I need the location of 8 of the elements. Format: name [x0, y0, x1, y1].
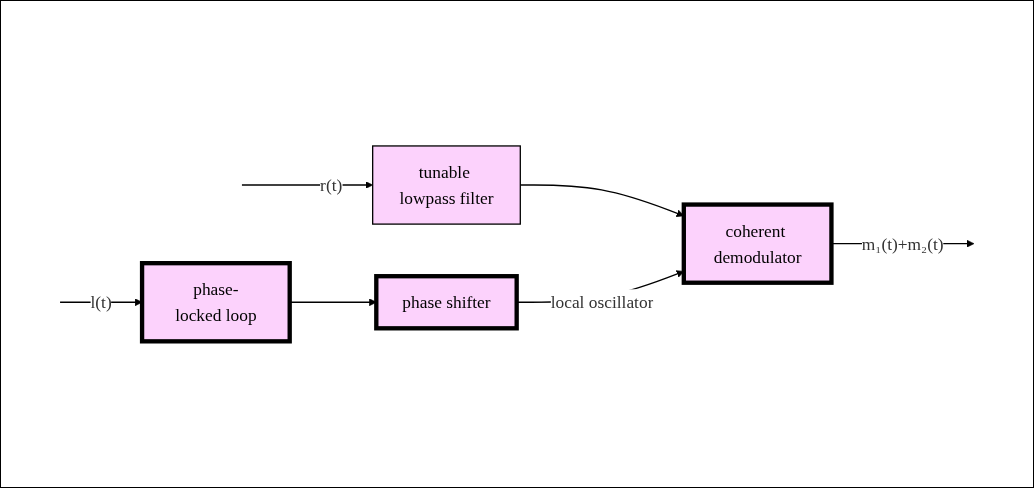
edge-label: l(t)	[90, 293, 112, 313]
edge-label: m₁(t)+m₂(t)	[861, 234, 944, 254]
edge-label: local oscillator	[550, 293, 654, 313]
node-box: phase shifter	[374, 274, 519, 331]
edge-label: r(t)	[320, 175, 343, 195]
node-box: phase-locked loop	[139, 261, 292, 344]
node-box: coherent demodulator	[681, 202, 834, 286]
node-box: tunable lowpass filter	[372, 145, 521, 226]
